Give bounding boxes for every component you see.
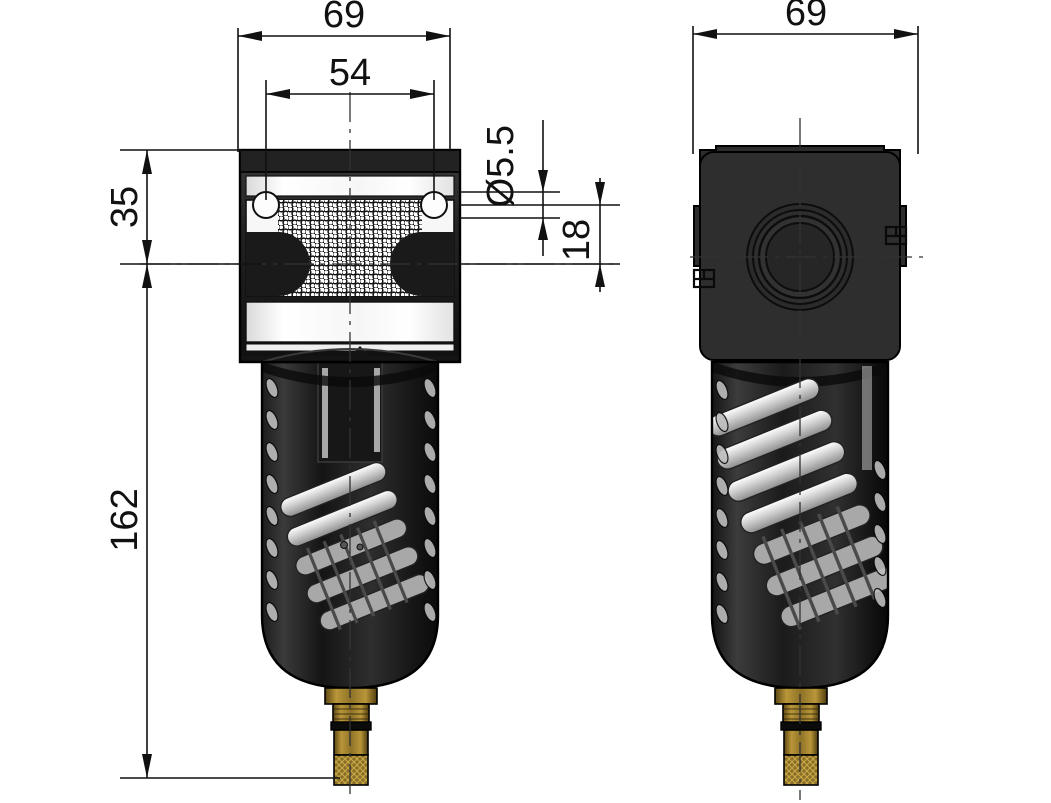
dimension-hole-offset: 18 bbox=[460, 178, 620, 292]
dimension-label-18: 18 bbox=[556, 219, 598, 261]
bowl-window-slots bbox=[280, 461, 430, 631]
side-marker-icon bbox=[692, 225, 908, 289]
dimension-label-69-side: 69 bbox=[785, 0, 827, 34]
dimension-width-front-inner: 54 bbox=[265, 52, 435, 200]
dimension-layer: 69 54 35 162 bbox=[104, 0, 919, 779]
dimension-width-side-outer: 69 bbox=[692, 0, 919, 154]
side-window-slots bbox=[712, 378, 888, 630]
bowl-edge-beads bbox=[265, 377, 437, 623]
side-head-block bbox=[692, 145, 908, 361]
side-view bbox=[690, 118, 930, 800]
dimension-label-35: 35 bbox=[104, 186, 146, 228]
dimension-label-162: 162 bbox=[104, 488, 146, 551]
dimension-label-54: 54 bbox=[329, 52, 371, 94]
dimension-hole-diameter: Ø5.5 bbox=[460, 120, 560, 256]
front-drain-valve bbox=[324, 687, 378, 786]
dimension-label-dia-5-5: Ø5.5 bbox=[480, 125, 522, 207]
side-centerlines bbox=[690, 118, 930, 800]
dimension-height-total: 162 bbox=[104, 264, 340, 779]
side-edge-beads bbox=[715, 379, 887, 625]
dimension-width-front-outer: 69 bbox=[237, 0, 451, 152]
side-drain-valve bbox=[774, 687, 828, 786]
dimension-label-69-front: 69 bbox=[323, 0, 365, 36]
dimension-height-head: 35 bbox=[104, 149, 262, 265]
